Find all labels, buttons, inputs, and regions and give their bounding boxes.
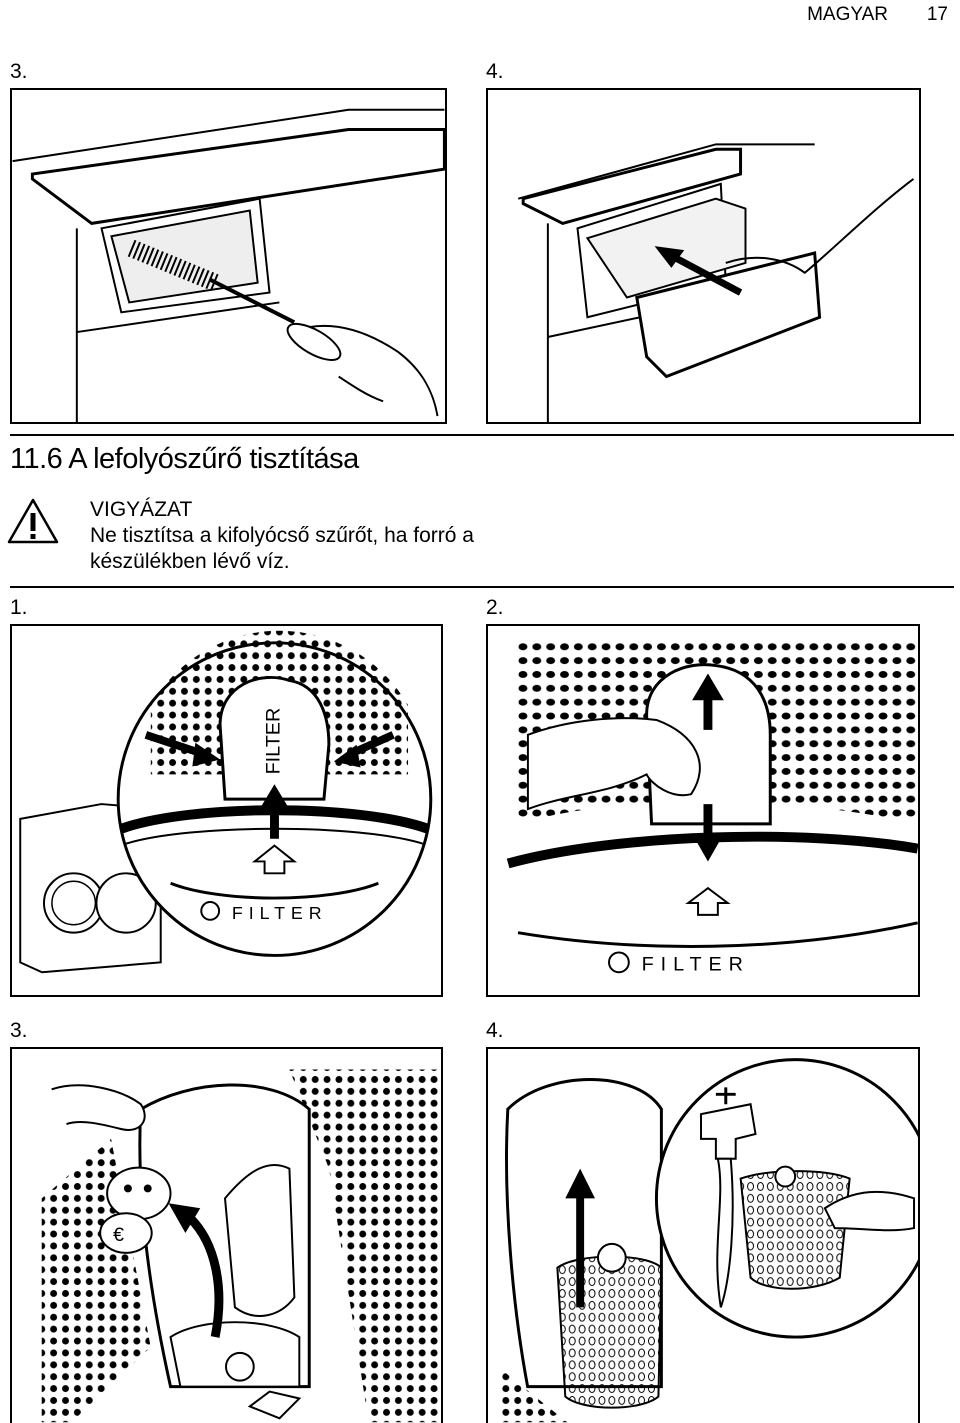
rinse-filter-drawing [497,1058,918,1423]
brush-cleaning-drawing [12,108,445,422]
down-arrow-icon [692,804,724,862]
up-arrow-icon [692,673,724,730]
globe-icon-2 [608,951,630,974]
pull-filter-cover-drawing: FILTER [506,640,918,975]
remove-filter-drawing: € [41,1069,441,1423]
illustration-pull-filter-cover: FILTER [486,624,920,997]
press-arrow-left-icon [144,731,221,767]
coin-icon: € [99,1166,172,1254]
step-label-bottom-right: 4. [486,1019,504,1042]
hollow-arrow-icon [685,886,731,916]
warning-title: VIGYÁZAT [90,498,193,521]
push-arrow-icon [654,246,743,296]
illustration-brush-cleaning [10,88,447,424]
step-label-bottom-left: 3. [10,1019,28,1042]
water-stream-icon [716,1157,734,1308]
washing-machine-icon [19,803,162,974]
illustration-remove-filter: € [10,1047,443,1423]
section-heading: 11.6 A lefolyószűrő tisztítása [10,443,359,476]
illustration-insert-drawer [486,88,921,424]
warning-divider [10,586,954,588]
insert-drawer-drawing [517,143,915,422]
open-filter-cover-drawing: FILTER FILTER [19,630,433,974]
step-label-top-right: 4. [486,60,504,83]
step-label-middle-left: 1. [10,596,28,619]
illustration-open-filter-cover: FILTER FILTER [10,624,443,997]
language-label: MAGYAR [807,4,888,25]
filter-horizontal-label-2: FILTER [642,953,750,975]
lift-arrow-icon [251,784,298,875]
page-number: 17 [926,4,948,25]
rotate-arrow-icon [168,1203,224,1338]
filter-vertical-label: FILTER [262,708,284,775]
globe-icon [200,901,221,921]
section-divider [10,434,954,436]
step-label-middle-right: 2. [486,596,504,619]
lift-up-arrow-icon [565,1168,596,1308]
brush-icon [127,239,342,361]
section-title: A lefolyószűrő tisztítása [68,443,359,475]
press-arrow-right-icon [333,731,395,768]
warning-text: Ne tisztítsa a kifolyócső szűrőt, ha for… [90,524,474,573]
step-label-top-left: 3. [10,60,28,83]
warning-triangle-icon [6,497,60,545]
illustration-rinse-filter [486,1047,920,1423]
section-number: 11.6 [10,443,63,475]
svg-text:€: € [113,1224,124,1246]
tap-icon [700,1087,757,1160]
filter-horizontal-label: FILTER [232,903,328,923]
